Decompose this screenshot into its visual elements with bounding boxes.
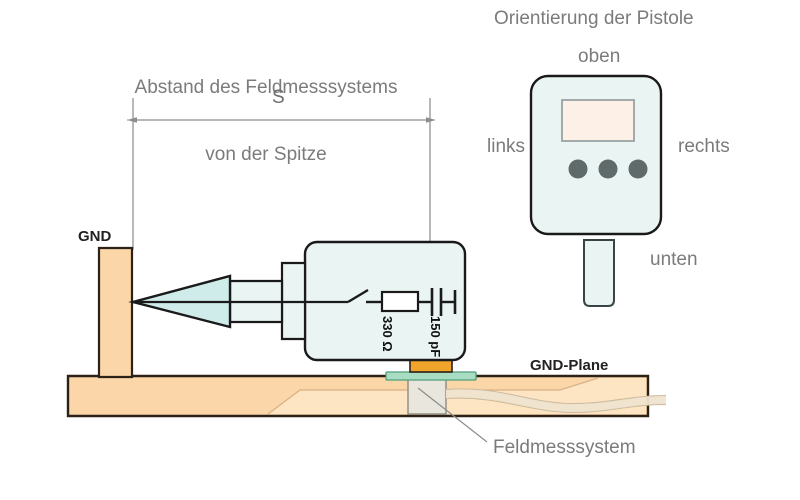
field-meter-assembly	[385, 358, 667, 443]
left-title: Abstand des Feldmesssystems von der Spit…	[98, 32, 434, 211]
sensor-cable-fill	[446, 389, 666, 412]
field-meter-leader-line	[417, 387, 488, 443]
orientation-label-left: links	[487, 136, 526, 157]
right-title: Orientierung der Pistole	[494, 8, 694, 29]
ground-post	[97, 246, 134, 379]
field-meter-sensor-box	[407, 377, 447, 415]
resistor-330-ohm	[380, 290, 420, 313]
orientation-label-bottom: unten	[650, 249, 698, 270]
field-meter-label: Feldmesssystem	[493, 437, 636, 458]
gun-button-3[interactable]	[628, 159, 648, 179]
gun-handle	[583, 239, 615, 307]
circuit-switch-blade	[347, 288, 369, 304]
gun-button-1[interactable]	[568, 159, 588, 179]
orientation-label-top: oben	[578, 46, 621, 67]
resistor-value-label: 330 Ω	[380, 316, 395, 352]
ground-post-label: GND	[78, 228, 112, 245]
dimension-lines	[127, 98, 436, 250]
sensor-green-plate	[385, 371, 477, 381]
capacitor-value-label: 150 pF	[428, 316, 443, 358]
dimension-label-s: S	[272, 87, 285, 108]
ground-plane-label: GND-Plane	[530, 357, 609, 374]
left-title-line-2: von der Spitze	[205, 144, 327, 166]
esd-gun-front-view	[529, 74, 663, 307]
left-title-line-1: Abstand des Feldmesssystems	[134, 76, 398, 98]
discharge-circuit	[347, 288, 457, 316]
gun-button-2[interactable]	[598, 159, 618, 179]
gun-display	[561, 99, 635, 142]
orientation-label-right: rechts	[678, 136, 730, 157]
